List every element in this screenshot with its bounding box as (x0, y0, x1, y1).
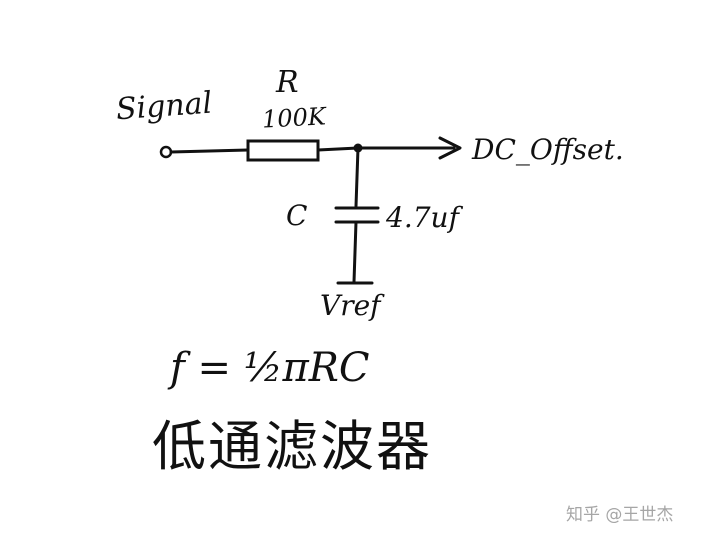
reference-label: Vref (320, 289, 381, 322)
resistor-to-node-wire (316, 146, 360, 152)
input-label: Signal (114, 85, 214, 128)
source-watermark: 知乎 @王世杰 (566, 505, 674, 525)
diagram-caption: 低通滤波器 (152, 415, 432, 478)
cutoff-frequency-formula: f = ½πRC (170, 345, 370, 391)
capacitor-upper-wire (354, 146, 360, 208)
capacitor-value-label: 4.7uf (386, 201, 459, 234)
output-arrow-icon (438, 136, 462, 160)
output-label: DC_Offset. (472, 133, 624, 166)
resistor-symbol (246, 139, 320, 162)
capacitor-name-label: C (286, 199, 308, 232)
resistor-name-label: R (276, 65, 299, 100)
resistor-value-label: 100K (261, 102, 327, 134)
input-wire (169, 148, 250, 154)
capacitor-lower-wire (352, 220, 358, 284)
